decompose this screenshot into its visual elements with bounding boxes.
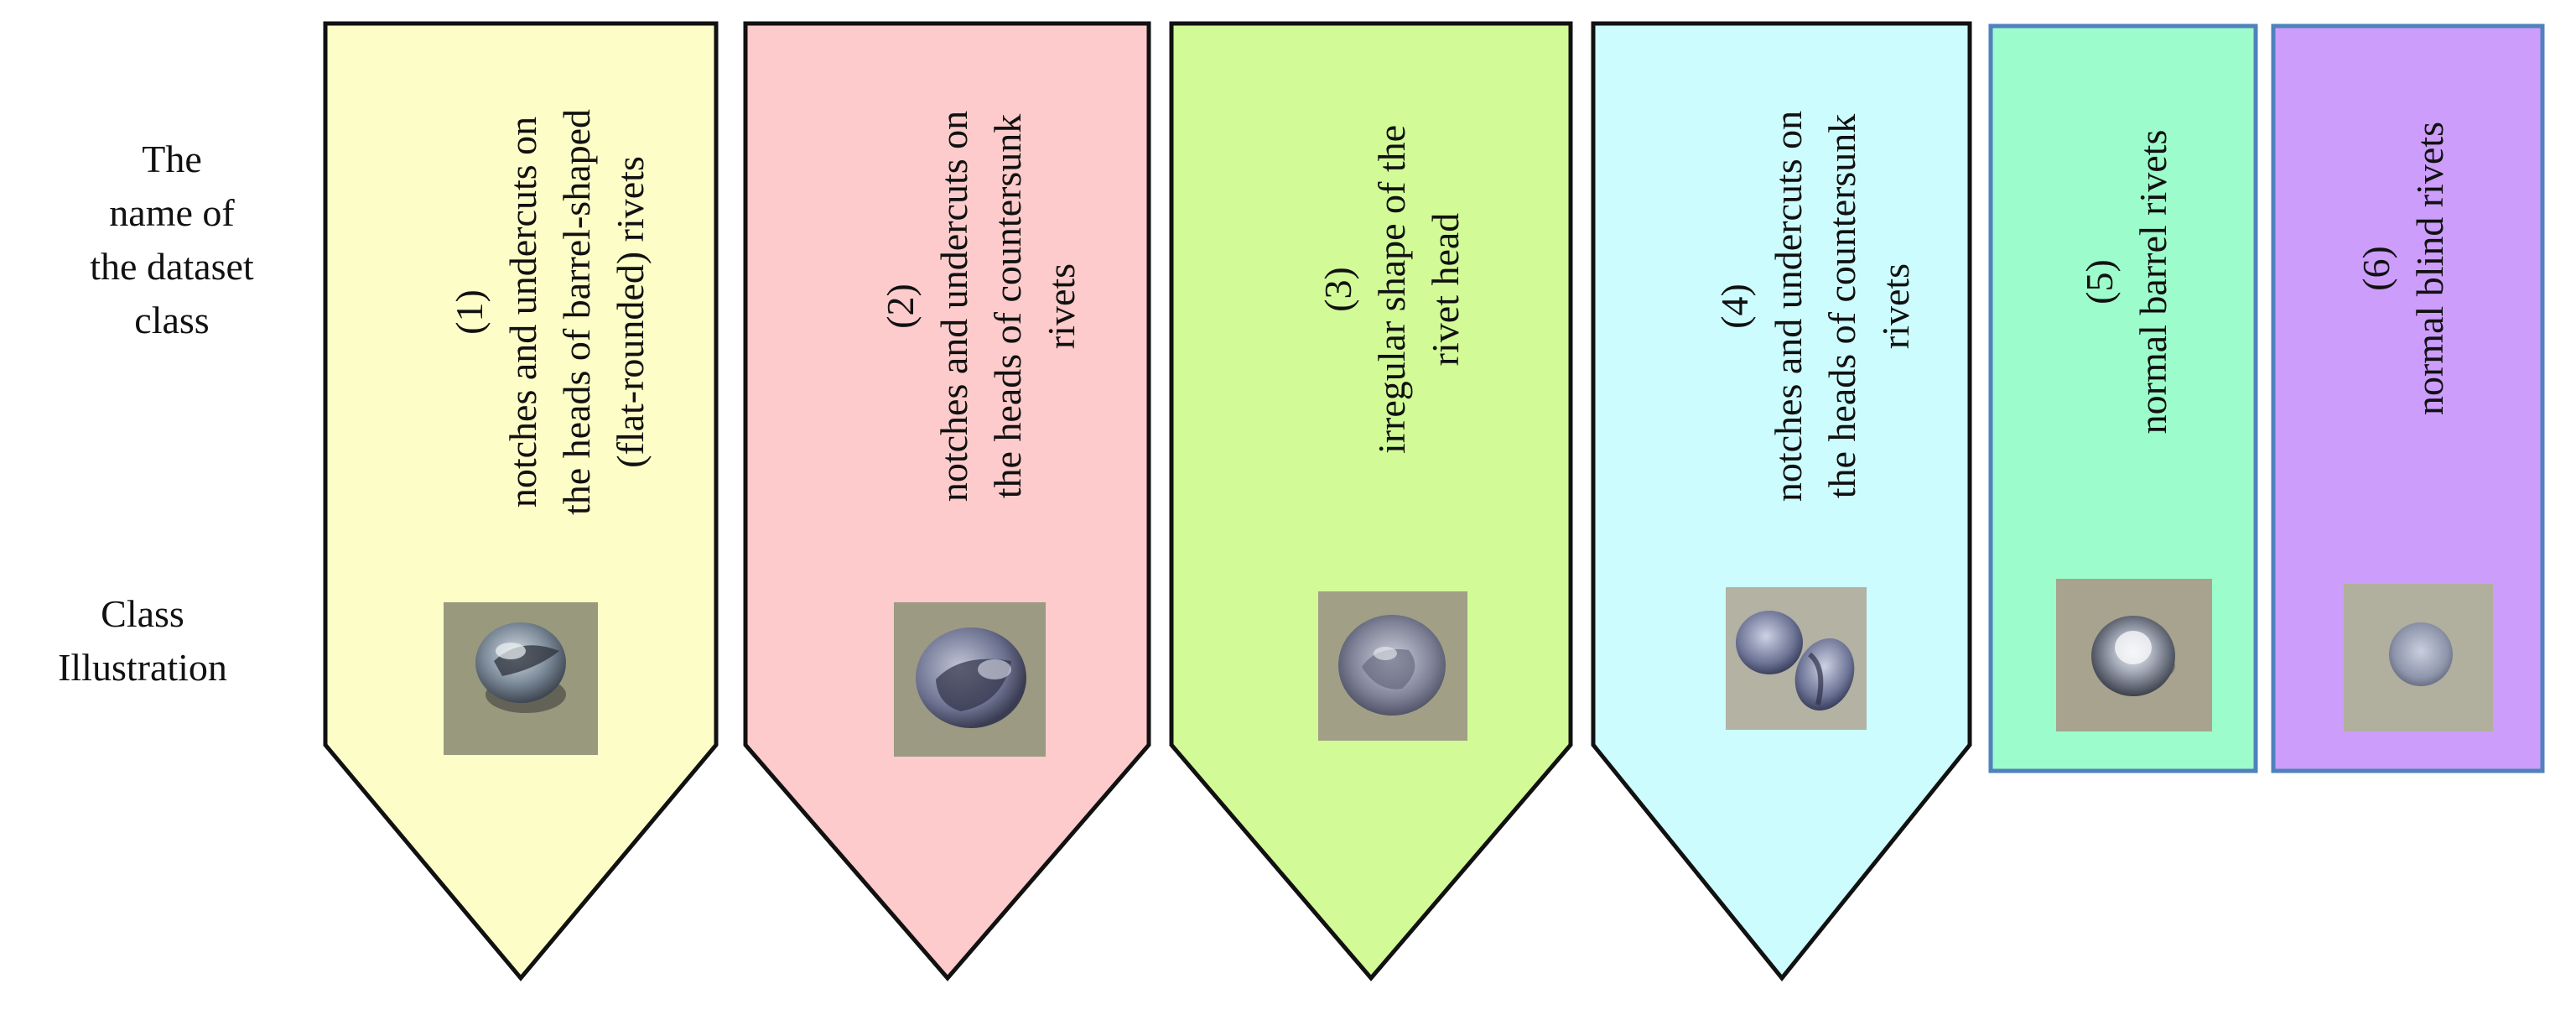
rivet-normal-blind-illustration — [2344, 584, 2493, 731]
row-label-line: class — [134, 299, 210, 341]
class-caption-line: normal barrel rivets — [2132, 129, 2174, 435]
class-caption-line: rivets — [1874, 263, 1917, 350]
rivet-countersunk-notch-illustration — [894, 602, 1046, 757]
rivet-irregular-head-photo — [1318, 591, 1467, 741]
class-4-arrow — [1591, 21, 1972, 981]
class-caption-line: rivet head — [1424, 212, 1467, 367]
class-4-caption: (4) notches and undercuts on the heads o… — [1708, 111, 1923, 502]
class-1-arrow — [323, 21, 719, 981]
class-6-caption: (6) normal blind rivets — [2350, 122, 2457, 415]
row-label-line: the dataset — [90, 245, 254, 288]
rivet-normal-barrel-photo — [2056, 579, 2212, 731]
row-label-dataset-class-name: The name of the dataset class — [59, 133, 285, 347]
class-5-caption: (5) normal barrel rivets — [2073, 130, 2180, 435]
class-caption-line: irregular shape of the — [1370, 124, 1413, 455]
class-number: (5) — [2078, 259, 2121, 304]
class-1-caption: (1) notches and undercuts on the heads o… — [443, 109, 657, 515]
class-caption-line: (flat-rounded) rivets — [609, 156, 652, 468]
class-caption-line: the heads of barrel-shaped — [555, 108, 598, 516]
row-label-line: Illustration — [58, 646, 227, 689]
class-2-caption: (2) notches and undercuts on the heads o… — [874, 111, 1088, 502]
row-label-line: The — [142, 138, 202, 180]
rivet-irregular-head-illustration — [1318, 591, 1467, 741]
class-caption-line: notches and undercuts on — [932, 110, 975, 502]
class-2-arrow — [743, 21, 1151, 981]
rivet-barrel-notch-photo — [444, 602, 598, 755]
rivet-countersunk-notch-photo — [894, 602, 1046, 757]
rivet-barrel-notch-illustration — [444, 602, 598, 755]
row-label-class-illustration: Class Illustration — [17, 587, 268, 695]
class-number: (1) — [448, 289, 491, 335]
class-3-arrow — [1169, 21, 1573, 981]
class-number: (4) — [1713, 284, 1756, 329]
class-caption-line: the heads of countersunk — [986, 113, 1029, 499]
class-3-caption: (3) irregular shape of the rivet head — [1311, 125, 1472, 454]
rivet-countersunk-pair-illustration — [1726, 587, 1867, 730]
class-number: (6) — [2355, 246, 2397, 291]
class-caption-line: notches and undercuts on — [501, 116, 544, 508]
rivet-normal-blind-photo — [2344, 584, 2493, 731]
class-caption-line: rivets — [1040, 263, 1083, 350]
row-label-line: name of — [109, 191, 235, 234]
class-number: (3) — [1317, 267, 1359, 312]
class-caption-line: the heads of countersunk — [1820, 113, 1863, 499]
class-caption-line: notches and undercuts on — [1767, 110, 1810, 502]
class-caption-line: normal blind rivets — [2408, 121, 2451, 416]
rivet-countersunk-pair-photo — [1726, 587, 1867, 730]
row-label-line: Class — [101, 592, 184, 635]
class-number: (2) — [879, 284, 922, 329]
rivet-normal-barrel-illustration — [2056, 579, 2212, 731]
